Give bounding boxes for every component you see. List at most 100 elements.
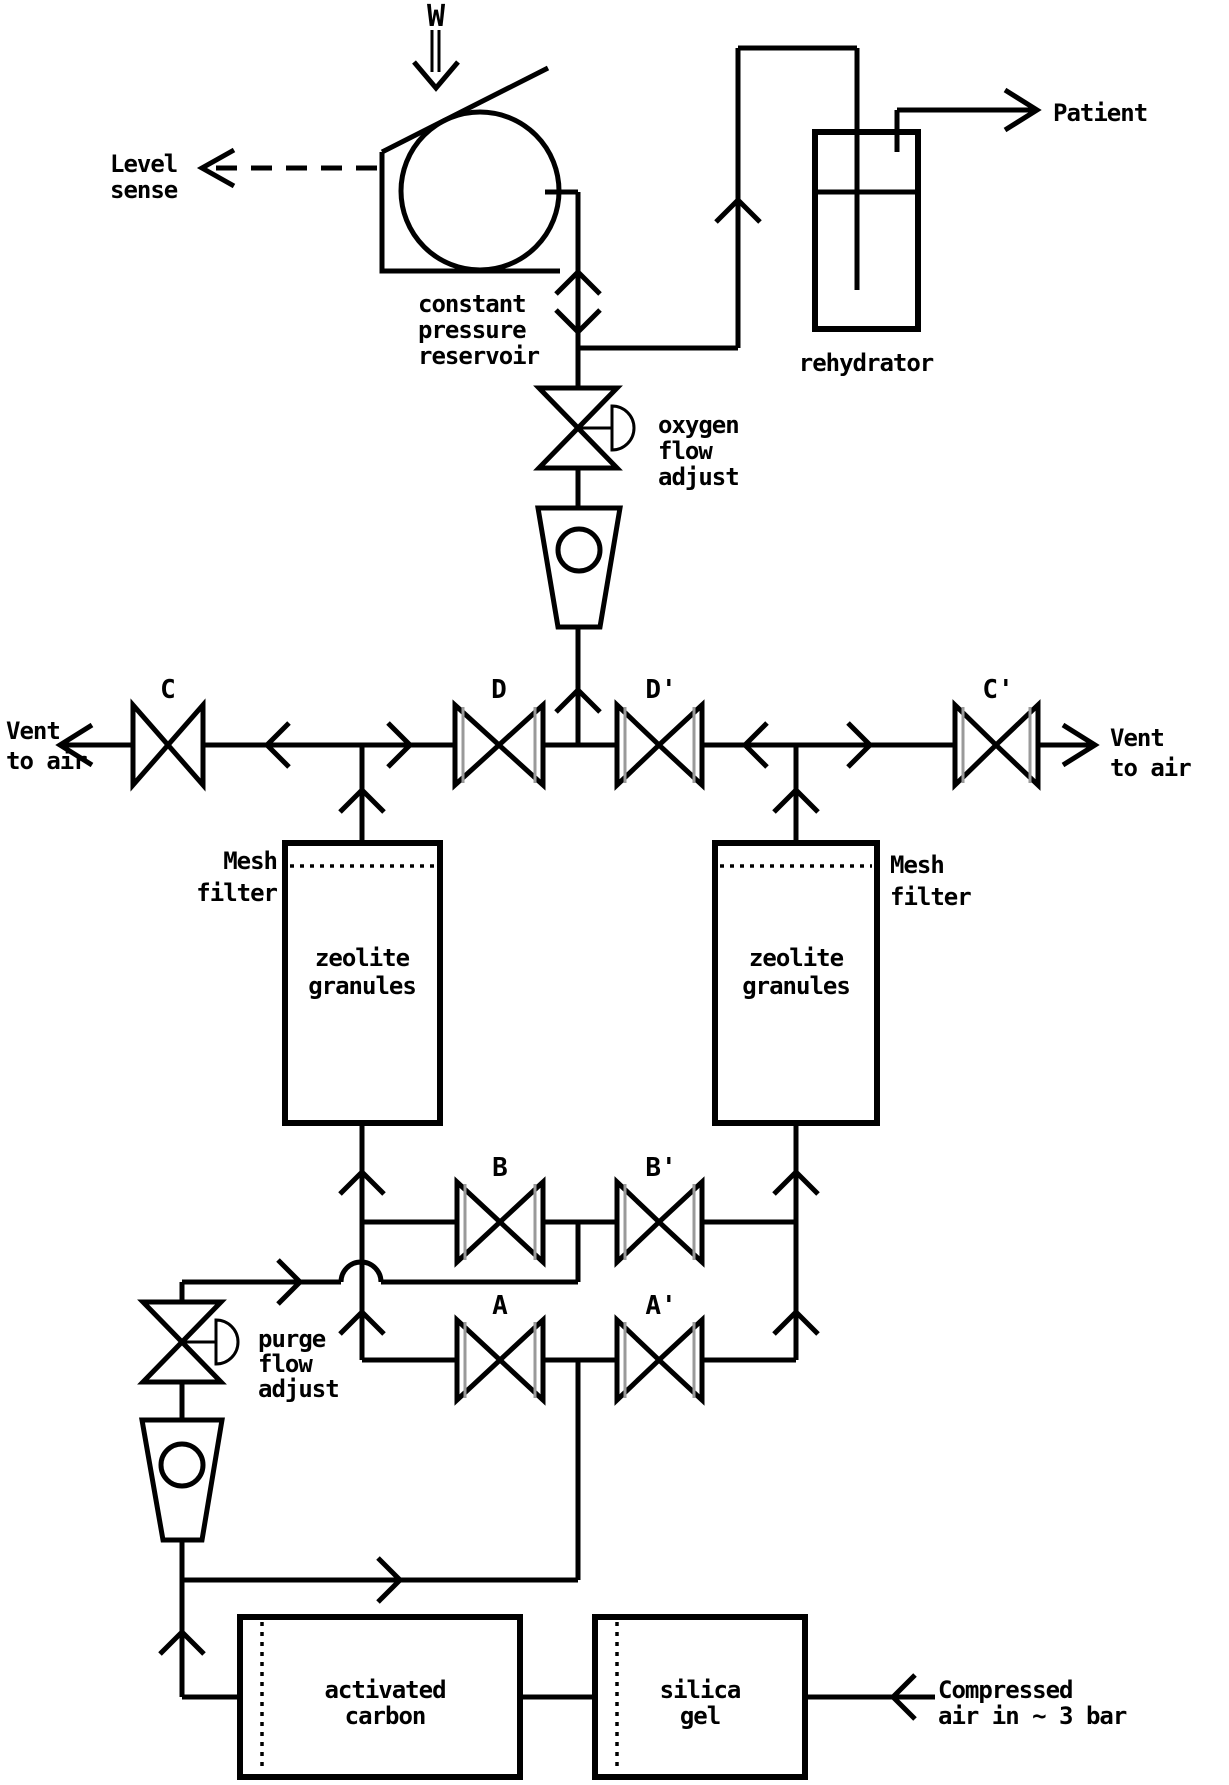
- reservoir-label-line2: pressure: [418, 316, 526, 344]
- valve-A: [454, 1314, 546, 1406]
- silica-gel-label-line1: silica: [660, 1676, 741, 1704]
- flow-up-icon: [338, 1308, 386, 1336]
- valve-C-label: C: [160, 675, 176, 705]
- level-sense-arrowhead-icon: [196, 147, 236, 189]
- valve-A-prime-label: A': [645, 1291, 676, 1321]
- flow-up-icon: [338, 786, 386, 814]
- level-sense: [196, 147, 377, 189]
- flow-meter-body: [139, 1417, 225, 1543]
- weight-label: W: [427, 0, 446, 34]
- mesh-filter-left-label-line1: Mesh: [223, 847, 277, 875]
- zeolite-left-label-line2: granules: [308, 972, 416, 1000]
- compressed-air-label-line1: Compressed: [938, 1676, 1073, 1704]
- valve-body: [137, 1338, 227, 1385]
- purge-label-line3: adjust: [258, 1375, 339, 1403]
- oxygen-flow-adjust-valve: [533, 385, 636, 471]
- flow-right-icon: [846, 721, 874, 769]
- patient-arrowhead-icon: [1003, 87, 1042, 133]
- zeolite-right-label-line2: granules: [742, 972, 850, 1000]
- compressed-air-inlet: [805, 1673, 935, 1721]
- vent-left-label-line2: to air: [6, 747, 87, 775]
- purge-line: [179, 1258, 578, 1306]
- flow-up-icon: [158, 1628, 206, 1656]
- vent-right-label-line2: to air: [1110, 754, 1191, 782]
- level-sense-label-line2: sense: [110, 176, 178, 204]
- weight-arrowhead-icon: [412, 60, 460, 92]
- valve-body: [614, 1314, 663, 1406]
- valve-D-label: D: [491, 675, 507, 705]
- reservoir-lever: [380, 65, 550, 155]
- flow-meter-body: [535, 505, 623, 630]
- rehydrator-label: rehydrator: [799, 349, 934, 377]
- flow-up-icon: [554, 268, 602, 296]
- mesh-filter-left-label-line2: filter: [196, 879, 277, 907]
- valve-C-prime: [952, 699, 1041, 791]
- activated-carbon-label-line1: activated: [324, 1676, 445, 1704]
- constant-pressure-reservoir: [379, 65, 578, 274]
- flow-left-icon: [741, 721, 769, 769]
- zeolite-left-label-line1: zeolite: [315, 944, 410, 972]
- flow-up-icon: [554, 686, 602, 714]
- vent-left-label-line1: Vent: [6, 717, 60, 745]
- valve-body: [533, 385, 623, 432]
- valve-B-prime: [614, 1176, 705, 1268]
- vent-right-label-line1: Vent: [1110, 724, 1164, 752]
- mesh-filter-right-label-line2: filter: [890, 883, 971, 911]
- flow-right-icon: [376, 1556, 404, 1604]
- rehydrator-vessel: [812, 129, 921, 332]
- reservoir-label-line3: reservoir: [418, 342, 540, 370]
- level-sense-label-line1: Level: [110, 150, 177, 178]
- flow-left-icon: [263, 721, 291, 769]
- valve-body: [992, 699, 1041, 791]
- valve-B: [454, 1176, 546, 1268]
- valve-A-prime: [614, 1314, 705, 1406]
- flow-meter-ball-icon: [158, 1441, 206, 1489]
- valve-body: [614, 699, 663, 791]
- valve-body: [655, 1314, 705, 1406]
- valve-C: [130, 698, 206, 792]
- valve-body: [454, 1176, 504, 1268]
- purge-label-line2: flow: [258, 1350, 313, 1378]
- oxygen-flow-label-line3: adjust: [658, 463, 739, 491]
- top-valve-row: [55, 698, 1100, 792]
- silica-gel-label-line2: gel: [680, 1702, 720, 1730]
- valve-body: [164, 698, 206, 792]
- valve-body: [496, 1314, 546, 1406]
- purge-flow-adjust-valve: [137, 1299, 240, 1385]
- valve-body: [614, 1176, 663, 1268]
- pipe-crossover-hop: [338, 1259, 384, 1283]
- valve-B-prime-label: B': [645, 1153, 676, 1183]
- reservoir-float: [398, 109, 562, 273]
- mesh-filter-right-label-line1: Mesh: [890, 851, 944, 879]
- flow-meter-ball-icon: [555, 526, 603, 574]
- oxygen-flow-label-line2: flow: [658, 437, 713, 465]
- rehydrator-branch: [578, 45, 1042, 351]
- zeolite-right-label-line1: zeolite: [749, 944, 844, 972]
- valve-body: [454, 1314, 504, 1406]
- valve-body: [533, 424, 623, 471]
- valve-body: [130, 698, 172, 792]
- feed-line: [158, 1360, 581, 1700]
- vent-right-arrowhead-icon: [1061, 722, 1100, 768]
- flow-up-icon: [772, 786, 820, 814]
- flow-up-icon: [714, 196, 762, 224]
- purge-label-line1: purge: [258, 1325, 326, 1353]
- reservoir-outlet-pipe: [554, 192, 602, 388]
- valve-body: [496, 1176, 546, 1268]
- weight-arrow: [412, 30, 460, 92]
- valve-body: [952, 699, 1000, 791]
- product-flow-meter: [535, 505, 623, 630]
- reservoir-tray: [379, 152, 560, 274]
- flow-up-icon: [338, 1168, 386, 1196]
- valve-body: [452, 699, 503, 791]
- inlet-arrowhead-icon: [889, 1673, 917, 1721]
- oxygen-flow-label-line1: oxygen: [658, 411, 739, 439]
- compressed-air-label-line2: air in ~ 3 bar: [938, 1702, 1127, 1730]
- valve-B-label: B: [492, 1153, 508, 1183]
- reservoir-label-line1: constant: [418, 290, 526, 318]
- flow-right-icon: [386, 721, 414, 769]
- flow-up-icon: [772, 1308, 820, 1336]
- valve-row-A: [362, 1314, 796, 1406]
- flow-right-icon: [276, 1258, 304, 1306]
